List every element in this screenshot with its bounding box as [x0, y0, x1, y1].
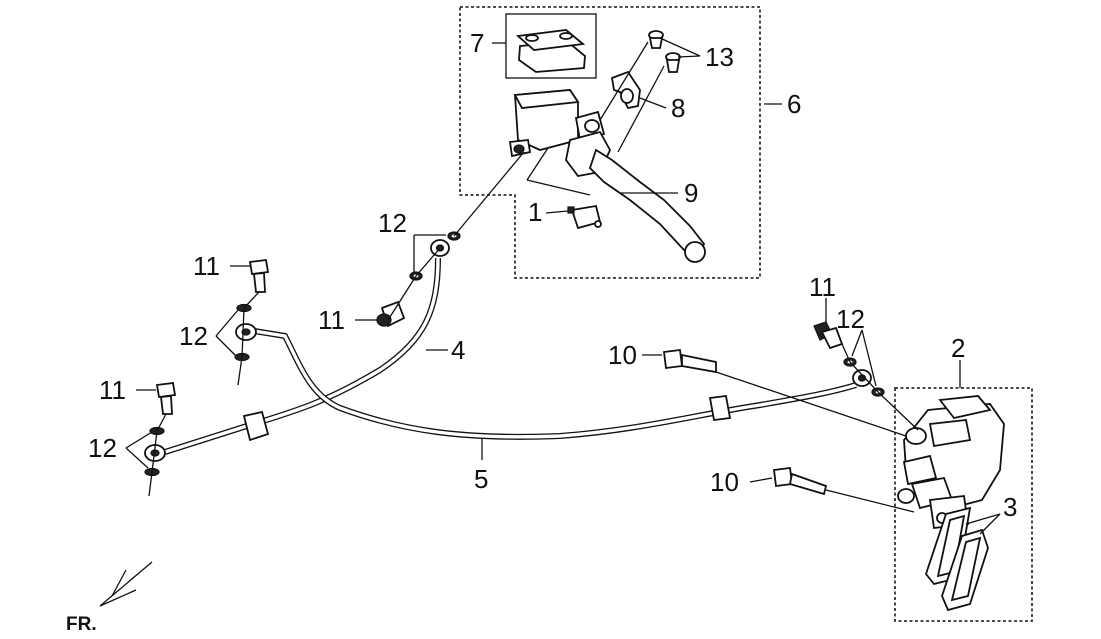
connection-lines — [148, 41, 919, 513]
brake-pads — [924, 506, 989, 612]
caliper-bolt-lower — [772, 466, 828, 496]
callout-11-mid-left: 11 — [318, 305, 345, 335]
callout-12-lower-left: 12 — [88, 433, 117, 463]
callout-10-upper: 10 — [608, 340, 637, 370]
master-cylinder-group-box — [459, 6, 761, 279]
callout-12-center: 12 — [378, 208, 407, 238]
banjo-bolt-upper-left — [248, 258, 270, 293]
lever-clamp — [610, 70, 641, 110]
callout-12-right: 12 — [836, 304, 865, 334]
banjo-bolt-right — [813, 321, 844, 350]
brake-light-switch — [567, 204, 602, 230]
callout-3: 3 — [1003, 492, 1017, 522]
banjo-bolt-lower-left — [155, 381, 177, 415]
banjo-bolt-mid-left — [376, 300, 406, 328]
callout-9: 9 — [684, 178, 698, 208]
brake-caliper — [897, 395, 1005, 529]
callout-12-mid-left: 12 — [179, 321, 208, 351]
callout-11-lower-left: 11 — [99, 375, 126, 405]
front-direction-label: FR. — [66, 614, 97, 635]
callout-1: 1 — [528, 197, 542, 227]
callout-10-lower: 10 — [710, 467, 739, 497]
lower-brake-hose — [235, 323, 872, 440]
caliper-bolt-upper — [662, 348, 717, 374]
gasket-inner-box — [505, 13, 597, 79]
brake-lever — [588, 148, 706, 263]
callout-7: 7 — [470, 28, 484, 58]
callout-6: 6 — [787, 89, 801, 119]
clamp-bolt-lower — [665, 52, 681, 73]
caliper-group-box — [894, 387, 1033, 622]
callout-13: 13 — [705, 42, 734, 72]
clamp-bolt-upper — [648, 30, 664, 49]
upper-brake-hose — [144, 239, 450, 462]
front-direction-arrow — [99, 561, 153, 607]
reservoir-gasket — [515, 29, 586, 73]
callout-11-upper-left: 11 — [193, 251, 220, 281]
callout-2: 2 — [951, 333, 965, 363]
callout-8: 8 — [671, 93, 685, 123]
callout-5: 5 — [474, 464, 488, 494]
leader-lines — [125, 37, 1001, 535]
callout-4: 4 — [451, 335, 465, 365]
callout-11-right: 11 — [809, 272, 836, 302]
